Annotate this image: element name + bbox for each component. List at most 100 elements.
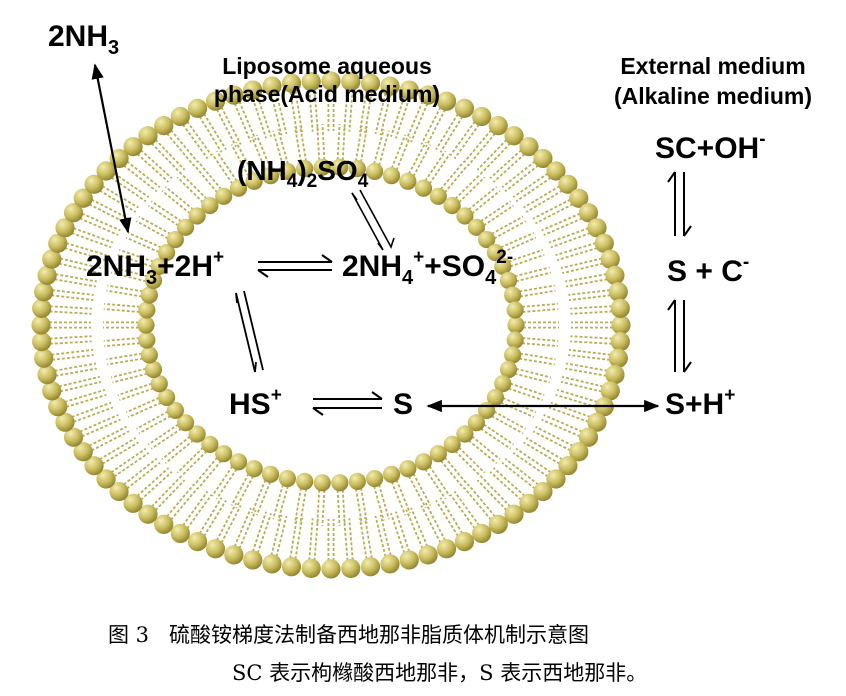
lipid-head [414,453,433,471]
outer-lipid-tail [308,89,314,132]
lipid-head [486,244,505,262]
outer-lipid-tail [275,93,288,135]
lipid-head [229,179,248,197]
inner-lipid-tail [110,271,147,283]
lipid-head [281,73,302,93]
lipid-head [507,316,525,334]
outer-lipid-tail [489,471,522,501]
inner-lipid-tail [112,372,148,384]
inner-lipid-tail [341,489,346,526]
outer-lipid-tail [570,335,613,340]
inner-lipid-tail [522,308,559,313]
lipid-head [600,381,620,401]
outer-lipid-tail [548,227,589,244]
lipid-head [321,71,341,91]
lipid-head [360,73,381,93]
outer-lipid-tail [51,354,94,361]
lipid-head [533,148,553,169]
lipid-head [170,106,190,127]
lipid-head [63,203,84,223]
lipid-head [278,469,296,488]
outer-lipid-tail [275,515,288,557]
outer-lipid-tail [126,160,161,189]
lipid-head [245,460,263,478]
lipid-head [245,172,263,190]
outer-lipid-tail [420,505,442,544]
outer-lipid-tail [154,139,186,171]
outer-lipid-tail [560,257,603,269]
lipid-head [608,348,628,368]
outer-lipid-tail [374,93,387,135]
outer-lipid-tail [565,367,607,377]
outer-lipid-tail [358,90,368,133]
lipid-head [348,160,366,178]
outer-lipid-tail [535,203,574,225]
inner-lipid-tail [468,186,498,211]
outer-lipid-tail [71,232,112,249]
inner-lipid-tail [161,190,191,215]
lipid-head [261,465,280,483]
lipid-head [96,469,116,489]
lipid-head [301,71,321,92]
inner-lipid-tail [211,465,234,497]
outer-lipid-tail [492,153,526,183]
lipid-head [34,348,54,368]
outer-lipid-tail [51,294,94,301]
inner-lipid-tail [215,150,238,182]
caption-line2: SC 表示枸橼酸西地那非，S 表示西地那非。 [232,661,647,685]
outer-lipid-tail [123,457,158,486]
inner-lipid-tail [483,423,515,446]
inner-lipid-tail [117,253,153,268]
inner-lipid-tail [395,479,411,514]
inner-lipid-tail [316,124,321,161]
inner-lipid-tail [412,144,432,177]
inner-lipid-tail [336,124,341,161]
outer-lipid-tail [568,289,611,296]
inner-lipid-tail [355,125,363,162]
outer-lipid-tail [449,493,476,530]
inner-lipid-tail [360,126,368,163]
lipid-head [281,557,302,577]
ammonium-sulfate-equilibrium-arrow [351,189,395,251]
lipid-head [37,365,57,385]
lipid-head [150,375,168,393]
inner-lipid-tail [521,302,558,308]
inner-lipid-tail [294,126,302,163]
inner-lipid-tail [509,253,545,268]
lipid-head [478,230,496,249]
inner-lipid-tail [454,450,482,478]
lipid-head [519,493,539,513]
lipid-head [140,346,158,364]
lipid-head [313,158,331,176]
lipid-head [348,472,366,490]
lipid-head [499,271,518,290]
outer-lipid-tail [476,139,508,171]
lipid-head [31,315,51,335]
protonation-equilibrium-arrow [235,290,264,373]
inner-lipid-tail [127,232,162,249]
inner-lipid-tail [316,489,321,526]
lipid-head [224,85,244,105]
outer-lipid-tail [570,305,613,310]
outer-lipid-tail [73,227,114,244]
inner-lipid-tail [480,200,512,223]
lipid-head [418,85,438,105]
lipid-head [123,493,143,513]
outer-lipid-tail [203,499,227,537]
inner-lipid-tail [103,337,140,342]
outer-lipid-tail [136,153,170,183]
inner-lipid-tail [428,153,451,185]
lipid-head [150,257,168,275]
lipid-head [187,98,208,118]
inner-lipid-tail [493,220,527,240]
lipid-head [504,126,524,146]
outer-lipid-tail [154,479,186,511]
outer-lipid-heads [31,71,631,579]
outer-lipid-tail [565,273,607,283]
lipid-head [506,331,524,349]
outer-lipid-tail [463,487,492,521]
inner-lipid-tail [514,266,550,278]
lipid-head [55,218,75,238]
lipid-head [366,469,384,488]
outer-lipid-tail [59,381,102,393]
